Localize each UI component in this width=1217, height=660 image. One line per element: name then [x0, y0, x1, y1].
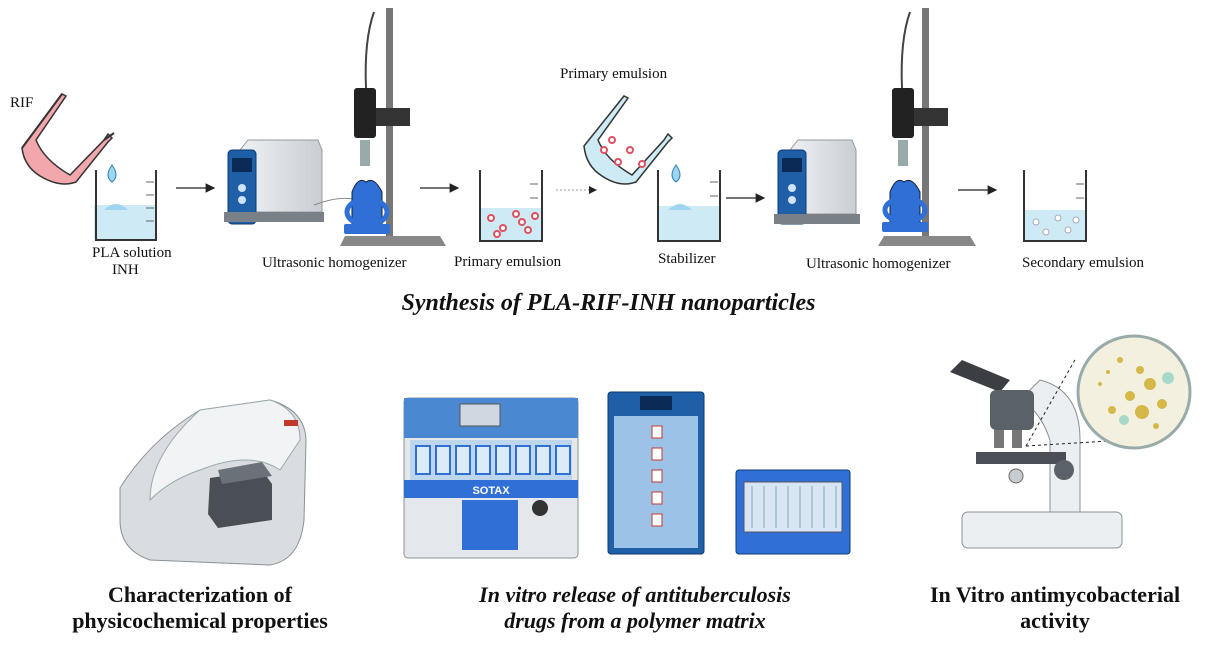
- rif-flask: [21, 93, 115, 185]
- dissolution-tester-small: [735, 469, 851, 555]
- beaker-secondary-emulsion: [1023, 170, 1087, 242]
- caption-release-line1: In vitro release of antituberculosis: [479, 582, 791, 607]
- homogenizer-1-label: Ultrasonic homogenizer: [262, 255, 407, 271]
- microscope-illustration: [950, 357, 1159, 549]
- stabilizer-label: Stabilizer: [658, 251, 716, 267]
- rif-label: RIF: [10, 95, 34, 111]
- beaker-primary-emulsion: [479, 170, 543, 242]
- caption-characterization-line2: physicochemical properties: [72, 608, 328, 633]
- inh-label: INH: [112, 262, 139, 278]
- caption-characterization-line1: Characterization of: [108, 582, 292, 607]
- caption-activity-line1: In Vitro antimycobacterial: [929, 582, 1181, 607]
- pla-solution-label: PLA solution: [92, 245, 172, 261]
- drop-icon-2: [671, 164, 681, 183]
- beaker-stabilizer: [657, 170, 721, 242]
- drop-icon: [107, 164, 117, 183]
- sotax-brand: SOTAX: [472, 485, 510, 497]
- diagram-title: Synthesis of PLA-RIF-INH nanoparticles: [401, 290, 816, 316]
- caption-activity-line2: activity: [1020, 608, 1090, 633]
- dissolution-tester-large: [403, 397, 579, 559]
- homogenizer-2-label: Ultrasonic homogenizer: [806, 256, 951, 272]
- primary-emulsion-label: Primary emulsion: [454, 254, 562, 270]
- petri-dish-icon: [1076, 334, 1192, 450]
- primary-emulsion-flask: [583, 95, 674, 185]
- spectrometer-illustration: [119, 399, 307, 566]
- caption-release-line2: drugs from a polymer matrix: [504, 608, 766, 633]
- dissolution-tower: [607, 391, 705, 555]
- ultrasonic-homogenizer-1: [224, 8, 446, 246]
- caption-activity: In Vitro antimycobacterial activity: [900, 582, 1210, 634]
- primary-emulsion-flask-label: Primary emulsion: [560, 66, 668, 82]
- caption-characterization: Characterization of physicochemical prop…: [40, 582, 360, 634]
- ultrasonic-homogenizer-2: [774, 8, 976, 246]
- caption-release: In vitro release of antituberculosis dru…: [420, 582, 850, 634]
- secondary-emulsion-label: Secondary emulsion: [1022, 255, 1145, 271]
- beaker-pla-solution: [94, 170, 157, 241]
